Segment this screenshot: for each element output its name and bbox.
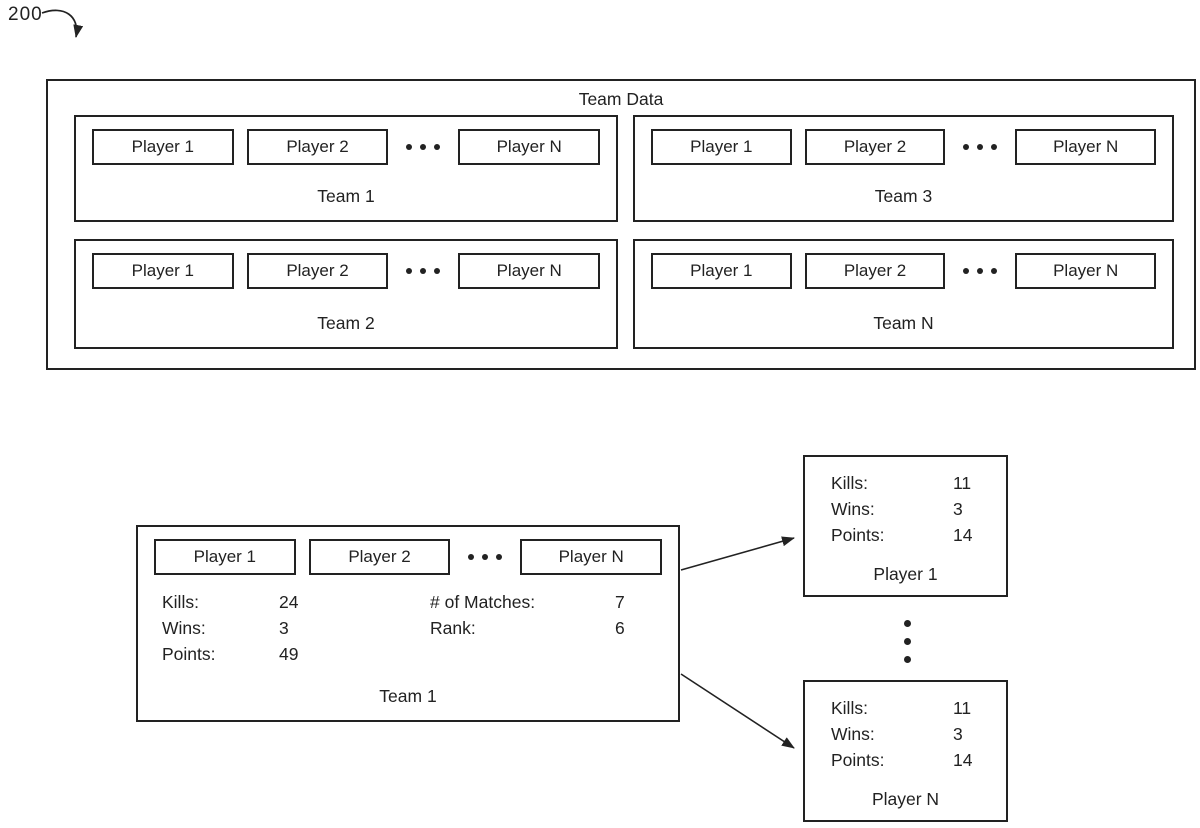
player-chip: Player N [1015,253,1157,289]
team-label: Team 1 [317,186,375,206]
vertical-ellipsis-icon [904,620,911,663]
stat-label: Kills: [831,697,868,718]
arrow-team-to-playerN [680,673,795,749]
stat-label: Points: [831,524,885,545]
team-stats-right: # of Matches: 7 Rank: 6 [430,589,625,641]
player-chip: Player 1 [92,129,234,165]
player-chip: Player N [458,253,601,289]
player-chip: Player N [1015,129,1157,165]
player-chip: Player N [520,539,663,575]
player-chip: Player N [458,129,601,165]
stat-row: Kills: 11 [831,470,1006,496]
stat-value: 3 [279,617,289,638]
team-box-team2: Player 1 Player 2 Player N Team 2 [74,239,618,349]
stat-row: Wins: 3 [831,496,1006,522]
stat-row: Points: 49 [162,641,298,667]
stat-row: Wins: 3 [831,721,1006,747]
team-stats-left: Kills: 24 Wins: 3 Points: 49 [162,589,298,667]
stat-value: 24 [279,591,299,612]
stat-label: Wins: [831,498,875,519]
team-label: Team N [873,313,934,333]
team-data-title: Team Data [578,89,664,109]
stat-row: Points: 14 [831,522,1006,548]
player-chip-row: Player 1 Player 2 Player N [635,241,1172,289]
player-chip: Player 2 [308,539,451,575]
arrow-team-to-player1 [680,536,795,571]
stat-value: 11 [953,697,972,718]
player-chip: Player 1 [651,129,792,165]
player-chip: Player 2 [246,253,389,289]
player-chip-row: Player 1 Player 2 Player N [76,117,616,165]
player-label: Player N [871,789,940,809]
player-label: Player 1 [873,564,938,584]
player-chip: Player 1 [92,253,234,289]
player-stats: Kills: 11 Wins: 3 Points: 14 [805,457,1006,548]
player-chip-row: Player 1 Player 2 Player N [138,527,678,575]
stat-label: Kills: [162,591,199,612]
playerN-detail-box: Kills: 11 Wins: 3 Points: 14 Player N [803,680,1008,822]
player-chip-row: Player 1 Player 2 Player N [76,241,616,289]
horizontal-ellipsis-icon [958,268,1002,274]
team-label: Team 1 [379,686,437,706]
stat-label: Points: [162,643,216,664]
stat-value: 6 [615,617,625,638]
team-detail-box: Player 1 Player 2 Player N Kills: 24 Win… [136,525,680,722]
stat-label: Rank: [430,617,476,638]
figure-reference-arrow [41,9,84,38]
stat-label: Kills: [831,472,868,493]
player-chip: Player 1 [154,539,296,575]
player1-detail-box: Kills: 11 Wins: 3 Points: 14 Player 1 [803,455,1008,597]
stat-value: 14 [953,749,973,770]
stat-row: Wins: 3 [162,615,298,641]
horizontal-ellipsis-icon [463,554,507,560]
team-label: Team 2 [317,313,375,333]
stat-row: Rank: 6 [430,615,625,641]
horizontal-ellipsis-icon [401,144,445,150]
team-label: Team 3 [874,186,933,206]
stat-value: 7 [615,591,625,612]
stat-value: 11 [953,472,972,493]
stat-value: 14 [953,524,973,545]
stat-row: # of Matches: 7 [430,589,625,615]
player-chip: Player 2 [246,129,389,165]
figure-reference-number: 200 [8,4,43,25]
stat-label: Points: [831,749,885,770]
stat-row: Kills: 24 [162,589,298,615]
player-chip-row: Player 1 Player 2 Player N [635,117,1172,165]
stat-label: # of Matches: [430,591,536,612]
stat-label: Wins: [162,617,206,638]
team-box-teamN: Player 1 Player 2 Player N Team N [633,239,1174,349]
stat-value: 49 [279,643,299,664]
stat-row: Points: 14 [831,747,1006,773]
stat-label: Wins: [831,723,875,744]
stat-value: 3 [953,723,963,744]
stat-row: Kills: 11 [831,695,1006,721]
stat-value: 3 [953,498,963,519]
player-chip: Player 2 [804,129,946,165]
team-box-team3: Player 1 Player 2 Player N Team 3 [633,115,1174,222]
horizontal-ellipsis-icon [958,144,1002,150]
team-box-team1: Player 1 Player 2 Player N Team 1 [74,115,618,222]
team-data-container: Team Data Player 1 Player 2 Player N Tea… [46,79,1196,370]
player-chip: Player 2 [804,253,946,289]
horizontal-ellipsis-icon [401,268,445,274]
player-chip: Player 1 [651,253,792,289]
player-stats: Kills: 11 Wins: 3 Points: 14 [805,682,1006,773]
